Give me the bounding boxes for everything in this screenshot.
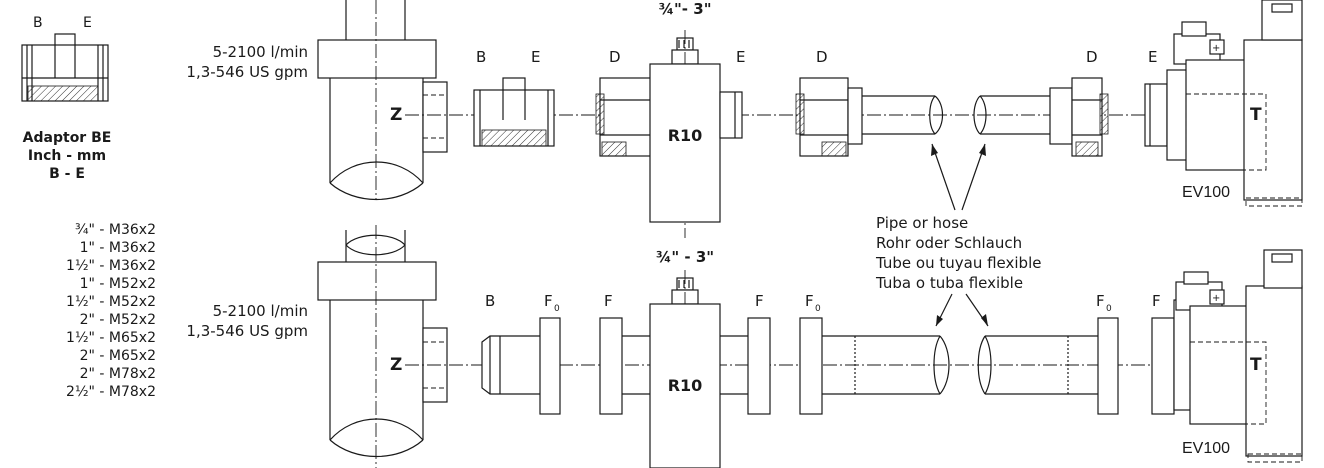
list-item: 2½" - M78x2 [66, 384, 156, 400]
pipe-bottom [822, 335, 1100, 395]
label-d1-top: D [609, 48, 621, 66]
meter-r10-top [649, 30, 743, 238]
adaptor-icon [21, 33, 109, 102]
label-f1-bottom: F [604, 292, 613, 310]
pipe-note-line-2: Rohr oder Schlauch [876, 234, 1022, 252]
valve-ev100-bottom: + [1151, 249, 1303, 463]
label-b-top: B [476, 48, 486, 66]
size-range-top: ¾"- 3" [658, 0, 711, 18]
tank-z-top [317, 0, 448, 200]
subscript-0: 0 [554, 304, 560, 314]
adaptor-header-e: E [83, 15, 92, 31]
label-z-bottom: Z [390, 355, 402, 375]
adaptor-size-list: ¾" - M36x2 1" - M36x2 1½" - M36x2 1" - M… [66, 222, 156, 400]
union-nut-d-top-left [595, 77, 653, 157]
union-nut-d-top-right [1071, 77, 1109, 157]
adaptor-panel: B E Adaptor BE Inch - mm B - E ¾" - M36x… [21, 15, 156, 400]
adaptor-header-b: B [33, 15, 43, 31]
list-item: 1½" - M52x2 [66, 294, 156, 310]
adaptor-be-top [473, 77, 555, 147]
plus-icon: + [1212, 293, 1220, 304]
top-flow-gpm: 1,3-546 US gpm [186, 63, 308, 81]
pointer-arrow [961, 143, 986, 211]
label-e3-top: E [1148, 48, 1157, 66]
label-t-bottom: T [1250, 355, 1262, 375]
list-item: 2" - M78x2 [80, 366, 156, 382]
list-item: 1½" - M36x2 [66, 258, 156, 274]
pipe-top [862, 87, 1073, 145]
list-item: ¾" - M36x2 [75, 222, 156, 238]
list-item: 1" - M36x2 [80, 240, 156, 256]
label-f0a-bottom: F [544, 292, 553, 310]
plus-icon: + [1212, 43, 1220, 54]
label-d3-top: D [1086, 48, 1098, 66]
flange-f0-pipe-right [1097, 317, 1119, 415]
list-item: 1" - M52x2 [80, 276, 156, 292]
size-range-bottom: ¾" - 3" [656, 248, 714, 266]
list-item: 2" - M52x2 [80, 312, 156, 328]
flange-f-right-meter [747, 317, 771, 415]
flange-f0-left [539, 317, 561, 415]
label-f2-bottom: F [755, 292, 764, 310]
subscript-0: 0 [815, 304, 821, 314]
label-d2-top: D [816, 48, 828, 66]
label-b-bottom: B [485, 292, 495, 310]
pipe-note-line-4: Tuba o tuba flexible [875, 274, 1023, 292]
pipe-note: Pipe or hose Rohr oder Schlauch Tube ou … [875, 143, 1041, 327]
label-f0b-bottom: F [805, 292, 814, 310]
meter-r10-bottom [649, 270, 721, 468]
adaptor-columns: B - E [49, 166, 85, 182]
label-meter-top: R10 [668, 126, 703, 145]
pointer-arrow [931, 143, 956, 211]
flange-f0-pipe-left [799, 317, 823, 415]
bottom-assembly: 5-2100 l/min 1,3-546 US gpm Z B [186, 225, 1303, 468]
adaptor-subtitle: Inch - mm [28, 148, 106, 164]
top-flow-lmin: 5-2100 l/min [213, 43, 308, 61]
bottom-flow-lmin: 5-2100 l/min [213, 302, 308, 320]
label-valve-top: EV100 [1182, 184, 1230, 201]
label-meter-bottom: R10 [668, 376, 703, 395]
pipe-note-line-1: Pipe or hose [876, 214, 968, 232]
tank-z-bottom [317, 225, 448, 468]
label-valve-bottom: EV100 [1182, 440, 1230, 457]
union-nut-d-top-mid [795, 77, 863, 157]
label-z-top: Z [390, 105, 402, 125]
label-e2-top: E [736, 48, 745, 66]
valve-ev100-top: + [1144, 0, 1303, 207]
label-e1-top: E [531, 48, 540, 66]
label-f0c-bottom: F [1096, 292, 1105, 310]
subscript-0: 0 [1106, 304, 1112, 314]
list-item: 2" - M65x2 [80, 348, 156, 364]
pipe-note-line-3: Tube ou tuyau flexible [875, 254, 1041, 272]
bottom-flow-gpm: 1,3-546 US gpm [186, 322, 308, 340]
label-t-top: T [1250, 105, 1262, 125]
flange-f-left [599, 317, 623, 415]
list-item: 1½" - M65x2 [66, 330, 156, 346]
top-assembly: 5-2100 l/min 1,3-546 US gpm Z B E [186, 0, 1303, 238]
adaptor-title: Adaptor BE [23, 130, 112, 146]
label-f3-bottom: F [1152, 292, 1161, 310]
nipple-b-bottom [481, 335, 549, 395]
